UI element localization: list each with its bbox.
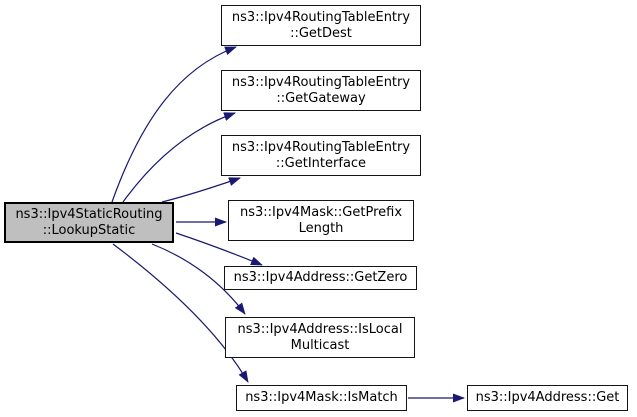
- node-get-zero[interactable]: ns3::Ipv4Address::GetZero: [224, 266, 417, 290]
- node-get[interactable]: ns3::Ipv4Address::Get: [467, 385, 628, 411]
- node-label: Multicast: [290, 337, 350, 353]
- node-get-prefix-length[interactable]: ns3::Ipv4Mask::GetPrefix Length: [228, 200, 414, 241]
- edge-lookup-static-to-is-match: [112, 243, 249, 383]
- node-label: ns3::Ipv4Address::GetZero: [233, 270, 408, 285]
- edge-lookup-static-to-is-local-multicast: [151, 243, 246, 315]
- node-label: ns3::Ipv4RoutingTableEntry: [231, 139, 411, 155]
- edge-lookup-static-to-get-dest: [111, 46, 237, 203]
- node-label: ns3::Ipv4Mask::IsMatch: [245, 390, 398, 405]
- node-label: ::LookupStatic: [42, 222, 136, 238]
- node-label: ns3::Ipv4Address::Get: [475, 390, 620, 405]
- node-label: ::GetInterface: [275, 155, 367, 171]
- node-label: ::GetGateway: [276, 90, 366, 106]
- node-label: Length: [298, 220, 344, 236]
- node-label: ns3::Ipv4Mask::GetPrefix: [239, 204, 403, 220]
- node-get-interface[interactable]: ns3::Ipv4RoutingTableEntry ::GetInterfac…: [221, 135, 421, 176]
- node-is-local-multicast[interactable]: ns3::Ipv4Address::IsLocal Multicast: [225, 317, 415, 358]
- node-label: ns3::Ipv4RoutingTableEntry: [231, 9, 411, 25]
- node-is-match[interactable]: ns3::Ipv4Mask::IsMatch: [236, 385, 407, 411]
- edge-lookup-static-to-get-gateway: [122, 112, 236, 203]
- node-label: ns3::Ipv4RoutingTableEntry: [231, 74, 411, 90]
- node-label: ns3::Ipv4StaticRouting: [15, 206, 163, 222]
- node-get-gateway[interactable]: ns3::Ipv4RoutingTableEntry ::GetGateway: [221, 70, 421, 111]
- node-lookup-static: ns3::Ipv4StaticRouting ::LookupStatic: [4, 202, 174, 243]
- node-label: ::GetDest: [290, 25, 352, 41]
- node-get-dest[interactable]: ns3::Ipv4RoutingTableEntry ::GetDest: [221, 5, 421, 46]
- node-label: ns3::Ipv4Address::IsLocal: [237, 321, 403, 337]
- edge-lookup-static-to-get-zero: [175, 232, 263, 266]
- edge-lookup-static-to-get-interface: [161, 177, 241, 203]
